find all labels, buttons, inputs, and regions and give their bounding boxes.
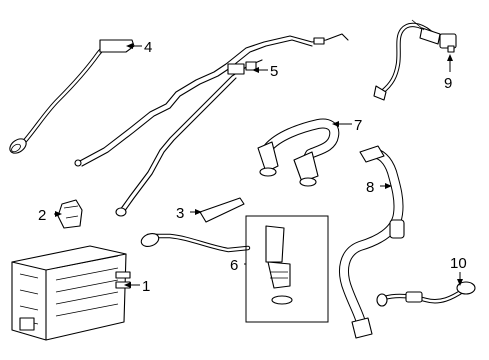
callout-numbers: 1 2 3 4 5 6 7 8 9 10 <box>38 39 467 295</box>
callout-3: 3 <box>176 205 184 222</box>
part-4-vent-tube <box>9 39 135 154</box>
callout-4: 4 <box>144 39 152 56</box>
leader-1-arrow <box>124 282 131 288</box>
leader-5-arrow <box>252 67 259 73</box>
part-6-frame <box>245 215 329 323</box>
leader-8-arrow <box>385 183 392 189</box>
leader-2-arrow <box>55 211 62 217</box>
callout-10: 10 <box>450 255 467 272</box>
leader-10-arrow <box>457 279 463 286</box>
callout-1: 1 <box>142 278 150 295</box>
leader-4-arrow <box>126 43 133 49</box>
callout-2: 2 <box>38 207 46 224</box>
callout-7: 7 <box>354 117 362 134</box>
part-8-long-hose <box>339 145 405 339</box>
callout-leaders <box>54 43 463 288</box>
leader-7-arrow <box>332 121 339 127</box>
callout-8: 8 <box>366 179 374 196</box>
callout-6: 6 <box>230 257 238 274</box>
part-1-canister <box>11 245 131 341</box>
leader-9-arrow <box>447 54 453 61</box>
part-3-tube <box>140 197 251 253</box>
part-5-fuel-lines <box>74 33 349 217</box>
callout-5: 5 <box>270 63 278 80</box>
part-9-purge-line <box>373 19 457 101</box>
callout-9: 9 <box>444 75 452 92</box>
part-6-connector-kit <box>245 215 329 323</box>
part-2-bracket <box>57 199 83 229</box>
part-10-small-hose <box>376 281 476 307</box>
part-7-vapor-hose <box>257 118 340 187</box>
leader-3-arrow <box>195 209 202 215</box>
